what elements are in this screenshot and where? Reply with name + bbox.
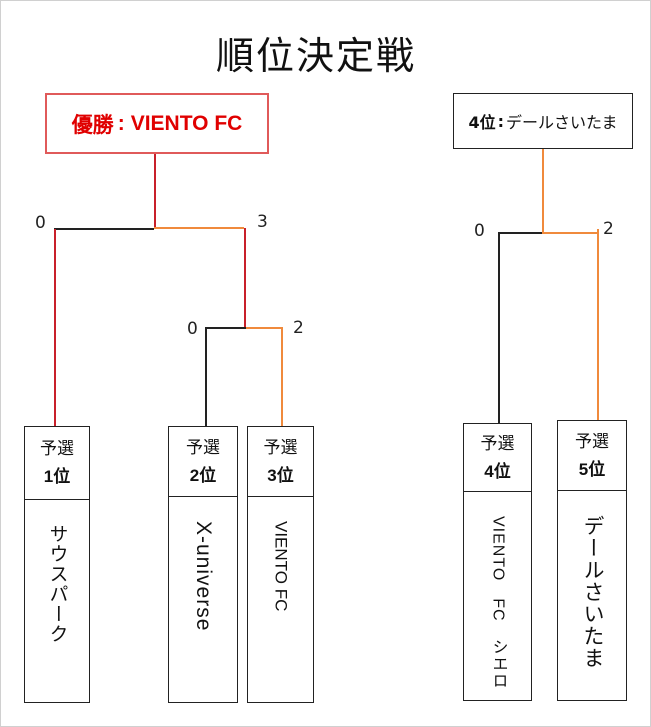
semifinal-winner-line	[244, 228, 246, 328]
seed-prefix: 予選	[480, 433, 515, 454]
fourth-place-box: 4位 : デールさいたま	[453, 93, 633, 149]
final-left-score: 0	[35, 213, 46, 233]
fourth-place-connector	[542, 149, 544, 233]
seed-rank: 2位	[189, 465, 217, 485]
seed4-line	[498, 233, 500, 423]
seed1-line	[54, 229, 56, 426]
seed-rank: 4位	[484, 461, 511, 481]
fourth-place-label: 4位	[468, 113, 496, 132]
semifinal-right-line	[246, 327, 283, 329]
semifinal-left-score: 0	[187, 319, 198, 339]
seed-rank: 3位	[267, 465, 294, 485]
fourth-place-team: デールさいたま	[506, 113, 618, 132]
fourth-match-right-line	[542, 232, 599, 234]
seed3-line	[281, 328, 283, 426]
final-left-line	[54, 228, 154, 230]
seed-team: サウスパーク	[46, 524, 68, 644]
seed-rank: 5位	[578, 459, 606, 479]
champion-separator: :	[117, 111, 125, 135]
seed-team: X-universe	[192, 521, 215, 632]
seed-rank: 1位	[43, 467, 71, 486]
fourth-match-right-score: 2	[603, 219, 614, 239]
semifinal-left-line	[205, 327, 246, 329]
champion-box: 優勝 : VIENTO FC	[45, 93, 269, 154]
champion-label: 優勝	[71, 113, 114, 137]
seed-box-1: 予選 1位 サウスパーク	[24, 426, 90, 703]
seed-prefix: 予選	[40, 439, 74, 459]
fourth-match-left-score: 0	[474, 221, 485, 241]
fourth-place-separator: :	[497, 111, 504, 131]
seed-prefix: 予選	[263, 437, 298, 458]
champion-connector	[154, 154, 156, 229]
fourth-match-left-line	[498, 232, 542, 234]
semifinal-right-score: 2	[293, 318, 304, 338]
seed5-line	[597, 229, 599, 420]
seed-team: VIENTO FC	[271, 521, 291, 612]
final-right-score: 3	[257, 212, 268, 232]
seed-box-3: 予選 3位 VIENTO FC	[247, 426, 314, 703]
seed-box-4: 予選 4位 VIENTO FC シエロ	[463, 423, 532, 701]
seed-team: VIENTO FC シエロ	[489, 516, 507, 690]
seed-box-2: 予選 2位 X-universe	[168, 426, 238, 703]
champion-team: VIENTO FC	[130, 111, 243, 135]
seed2-line	[205, 328, 207, 426]
seed-box-5: 予選 5位 デールさいたま	[557, 420, 627, 701]
final-right-line	[154, 227, 244, 229]
seed-prefix: 予選	[575, 431, 609, 452]
seed-prefix: 予選	[186, 437, 220, 458]
seed-team: デールさいたま	[581, 515, 604, 669]
page-title: 順位決定戦	[215, 34, 416, 78]
